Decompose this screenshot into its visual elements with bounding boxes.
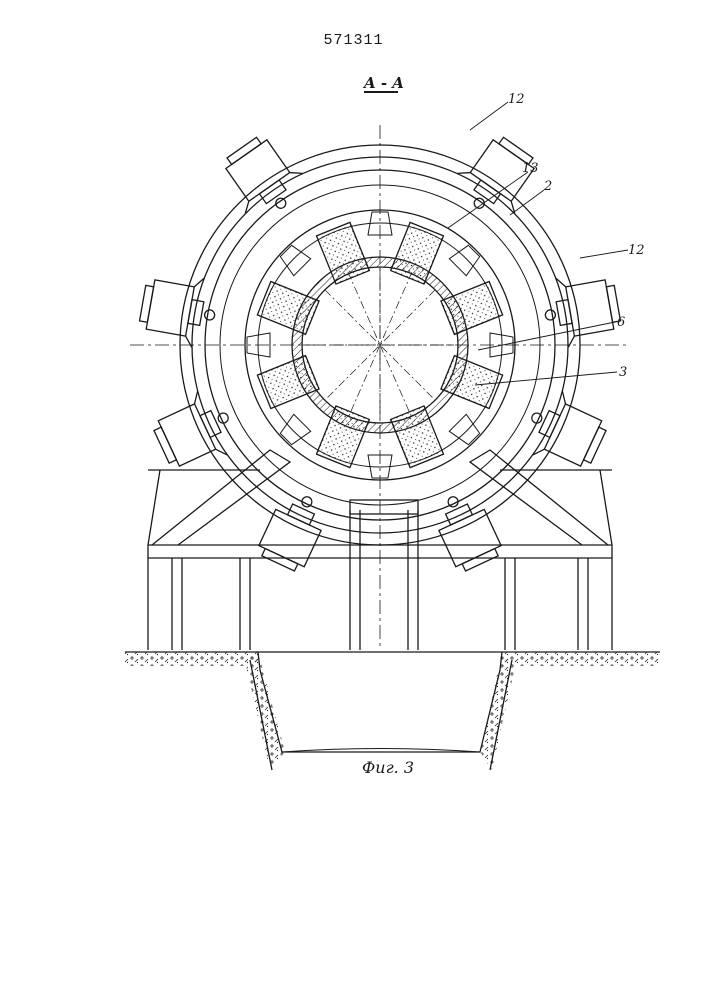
callout-2: 2 [543, 179, 552, 194]
callout-13: 13 [522, 161, 539, 176]
center-lines [130, 125, 630, 650]
callout-3: 3 [619, 365, 627, 380]
callout-12-top: 12 [508, 92, 525, 107]
callout-6: 6 [617, 315, 625, 330]
callout-12-right: 12 [628, 243, 645, 258]
ground [125, 652, 660, 770]
figure-caption: Фиг. 3 [362, 758, 414, 777]
